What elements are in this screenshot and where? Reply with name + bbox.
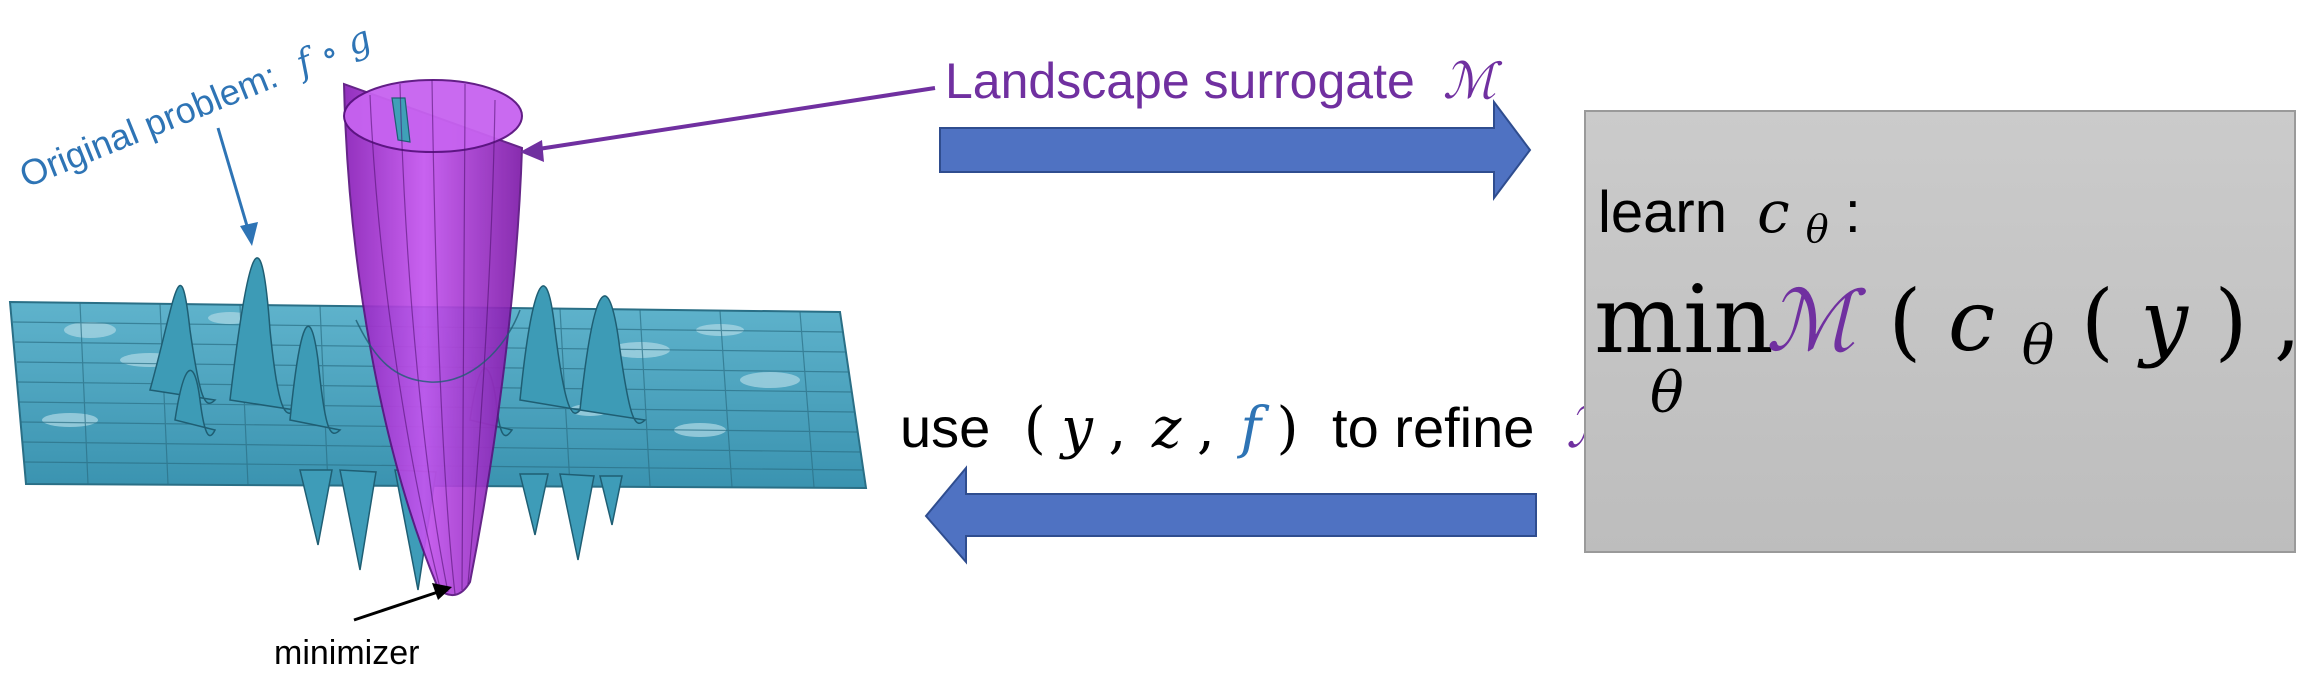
refine-open-paren: ( bbox=[1024, 396, 1046, 461]
original-problem-text: Original problem: bbox=[14, 55, 284, 196]
refine-close-paren: ) bbox=[1277, 396, 1299, 461]
surrogate-label: Landscape surrogate ℳ bbox=[945, 52, 1503, 110]
original-problem-pointer bbox=[216, 127, 258, 246]
formula-c: c bbox=[1948, 272, 1995, 370]
refine-comma-2: , bbox=[1197, 396, 1215, 461]
formula-comma: , bbox=[2274, 272, 2301, 370]
objective-box: learn c θ : min θ ℳ ( c θ ( y ) , z ) bbox=[1584, 110, 2316, 553]
svg-text:Original problem: f ∘ g: Original problem: f ∘ g bbox=[14, 17, 377, 196]
surrogate-label-symbol: ℳ bbox=[1443, 52, 1503, 110]
min-subscript: θ bbox=[1650, 361, 1684, 426]
formula-y: y bbox=[2136, 272, 2189, 370]
formula-y-close: ) bbox=[2215, 272, 2248, 370]
min-operator: min bbox=[1594, 266, 1774, 375]
formula-c-sub: θ bbox=[2022, 314, 2055, 377]
original-problem-label: Original problem: f ∘ g bbox=[14, 17, 377, 196]
learn-c-sub: θ bbox=[1806, 207, 1829, 251]
refine-y: y bbox=[1058, 396, 1094, 461]
objective-formula: ℳ ( c θ ( y ) , z ) bbox=[1766, 272, 2316, 384]
surrogate-cone bbox=[342, 79, 524, 597]
refine-prefix: use bbox=[900, 396, 990, 459]
backward-arrow bbox=[924, 465, 1537, 565]
refine-f: f bbox=[1236, 396, 1270, 461]
refine-z: z bbox=[1151, 396, 1182, 461]
formula-open-paren: ( bbox=[1889, 272, 1922, 370]
formula-M: ℳ bbox=[1766, 272, 1867, 370]
refine-comma-1: , bbox=[1108, 396, 1126, 461]
minimizer-label: minimizer bbox=[274, 634, 419, 672]
refine-suffix: to refine bbox=[1332, 396, 1534, 459]
original-problem-math: f ∘ g bbox=[288, 18, 377, 86]
refine-label: use ( y , z , f ) to refine ℳ bbox=[900, 396, 1633, 461]
learn-label: learn c θ : bbox=[1598, 178, 1861, 255]
formula-y-open: ( bbox=[2081, 272, 2114, 370]
forward-arrow bbox=[939, 99, 1532, 201]
learn-c: c bbox=[1757, 178, 1789, 246]
surrogate-label-text: Landscape surrogate bbox=[945, 53, 1415, 109]
surrogate-pointer bbox=[520, 86, 936, 162]
learn-colon: : bbox=[1845, 180, 1861, 245]
minimizer-pointer bbox=[353, 583, 452, 622]
learn-text: learn bbox=[1598, 180, 1727, 245]
